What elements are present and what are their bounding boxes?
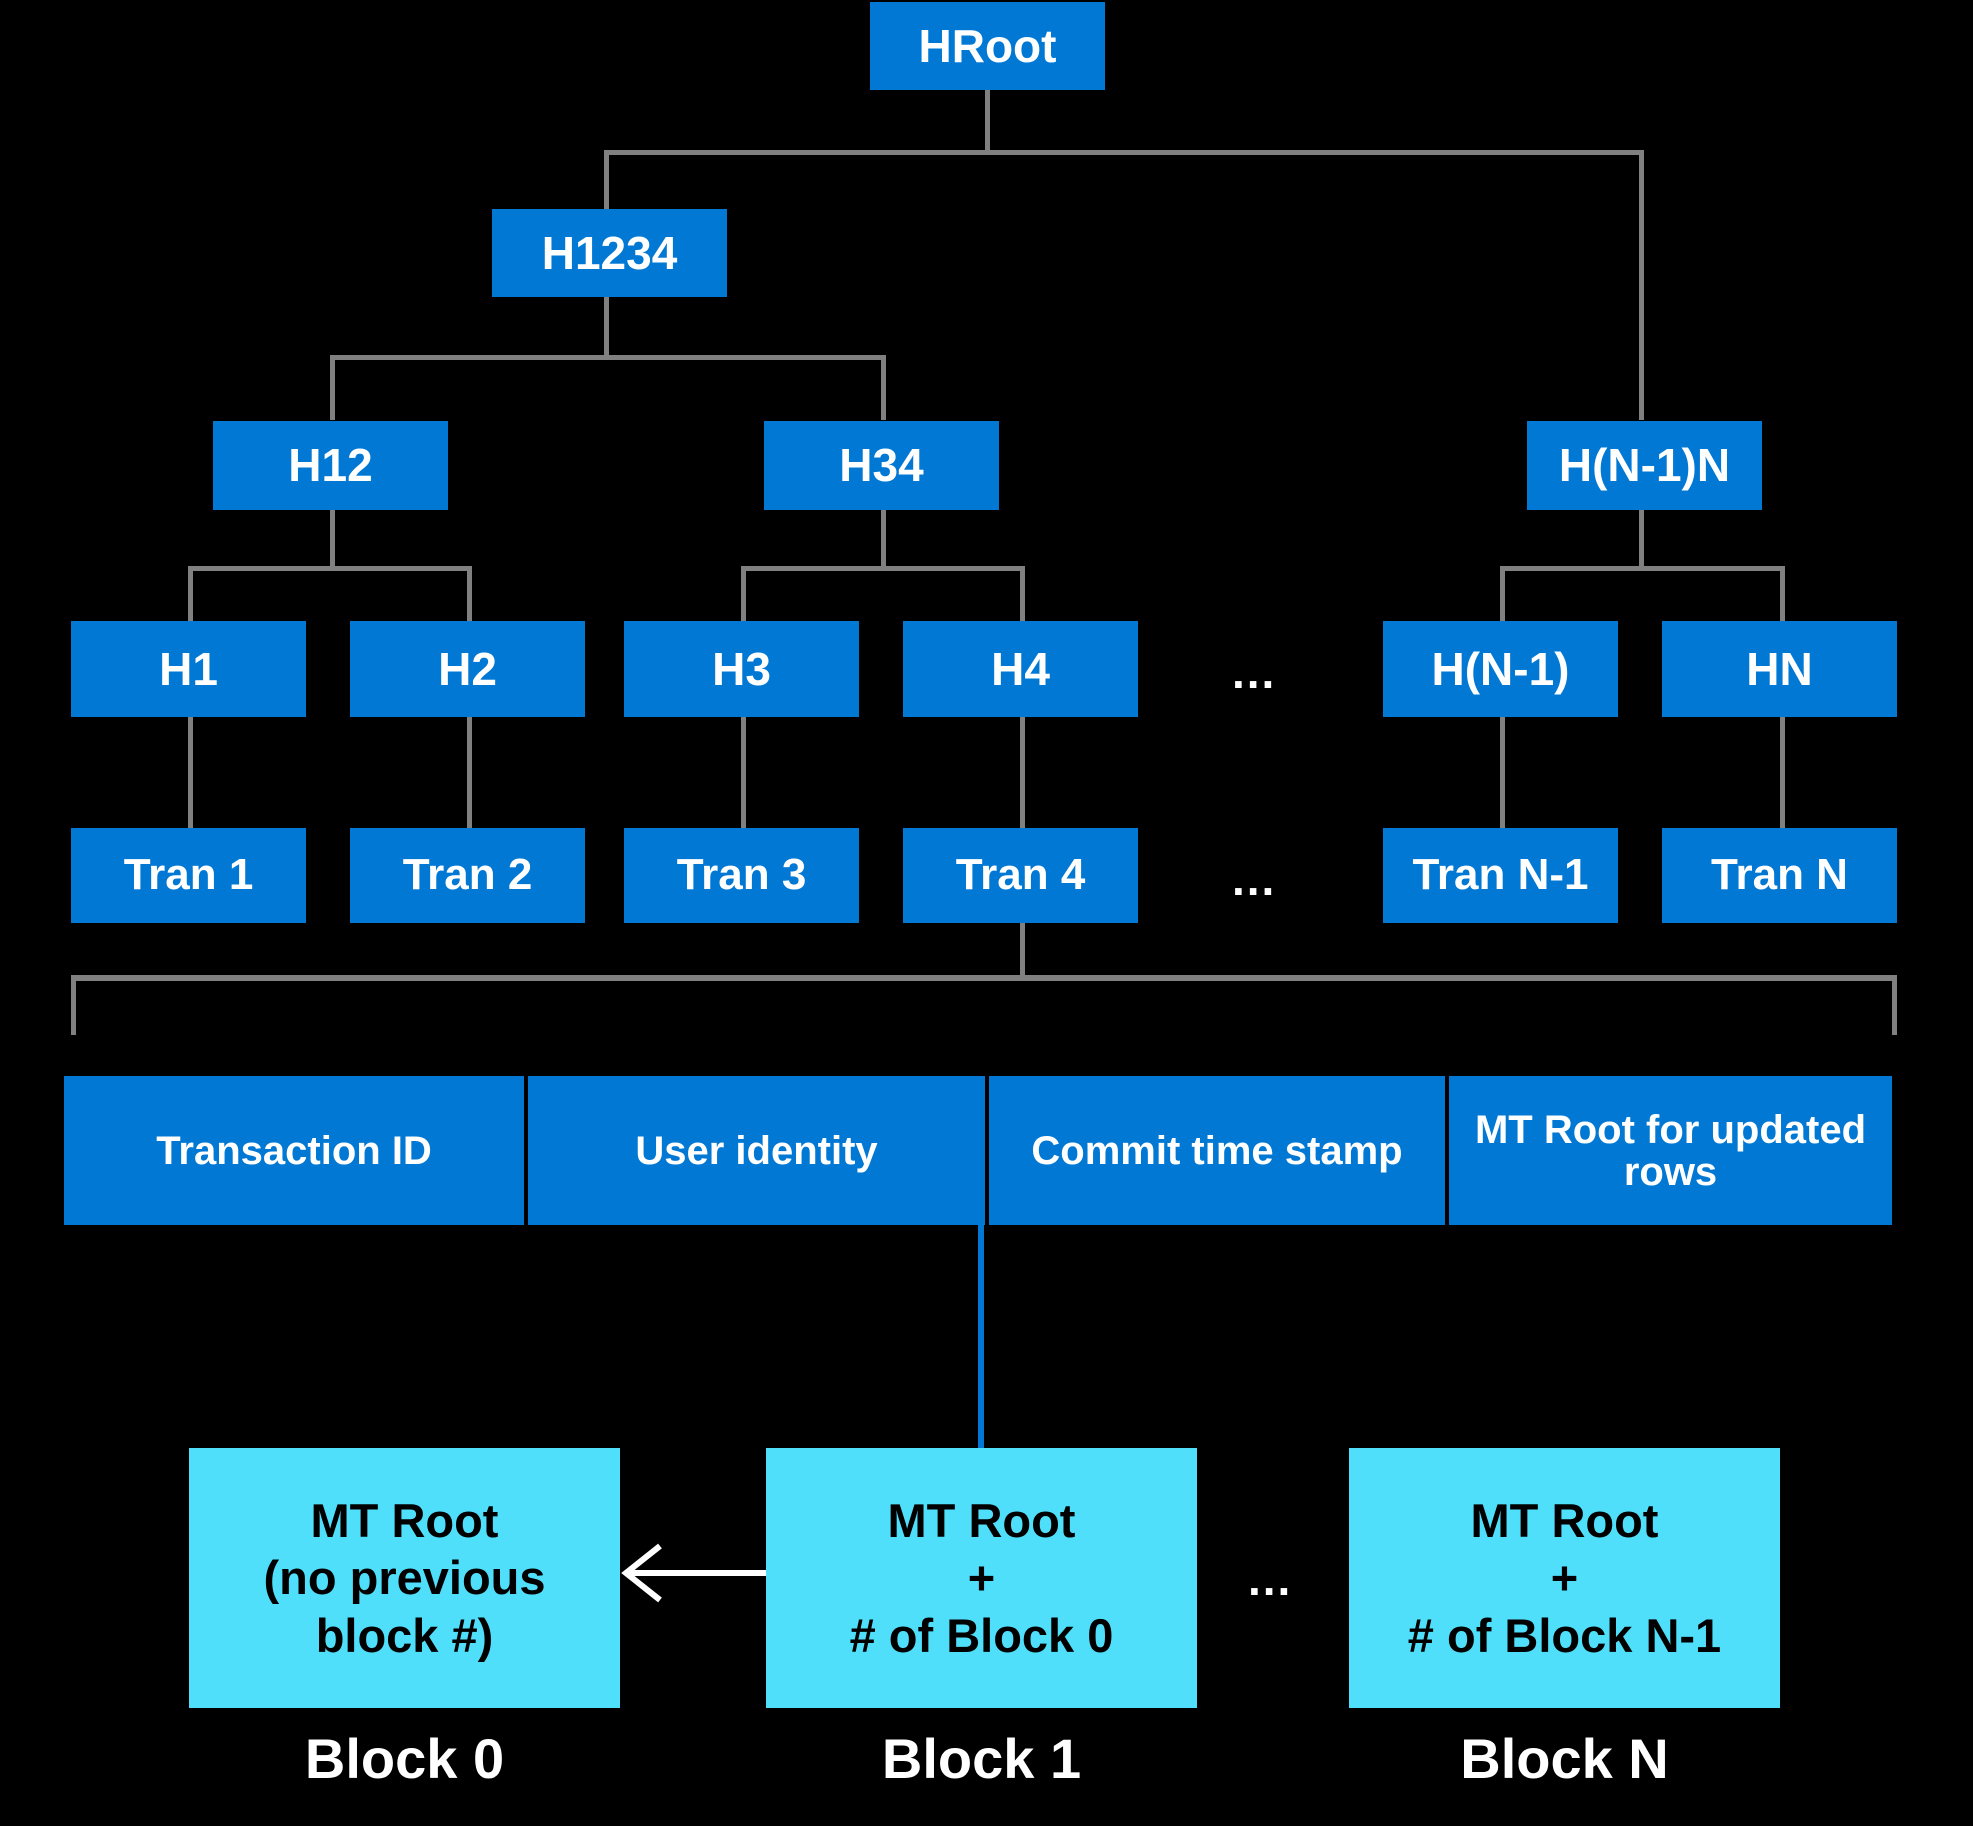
block-0-line-3: block #)	[315, 1608, 494, 1662]
connector-h4-tran4	[1020, 717, 1025, 828]
block-0-text: MT Root (no previous block #)	[263, 1492, 545, 1664]
block-1-line-2: +	[967, 1551, 996, 1605]
node-label: H2	[438, 642, 497, 695]
connector-h3-tran3	[741, 717, 746, 828]
record-field-label: Commit time stamp	[1031, 1128, 1403, 1173]
block-n-line-2: +	[1550, 1551, 1579, 1605]
node-tran3[interactable]: Tran 3	[624, 828, 859, 923]
node-label: Tran 2	[402, 850, 533, 900]
node-h12[interactable]: H12	[213, 421, 448, 510]
node-label: H1234	[541, 226, 678, 279]
connector-to-h3	[741, 566, 746, 622]
node-label: H34	[839, 439, 924, 492]
block-n-text: MT Root + # of Block N-1	[1408, 1492, 1721, 1664]
node-hn1n[interactable]: H(N-1)N	[1527, 421, 1762, 510]
node-label: Tran N-1	[1412, 850, 1589, 900]
hash-row-ellipsis: ...	[1232, 646, 1277, 698]
block-1-line-3: # of Block 0	[849, 1608, 1114, 1662]
record-field-user-identity[interactable]: User identity	[528, 1076, 985, 1225]
node-tran1[interactable]: Tran 1	[71, 828, 306, 923]
node-label: H(N-1)N	[1558, 439, 1731, 492]
node-tran-n[interactable]: Tran N	[1662, 828, 1897, 923]
node-h1[interactable]: H1	[71, 621, 306, 717]
node-hroot[interactable]: HRoot	[870, 2, 1105, 90]
record-field-label: User identity	[635, 1128, 878, 1173]
node-hn1[interactable]: H(N-1)	[1383, 621, 1618, 717]
record-field-transaction-id[interactable]: Transaction ID	[64, 1076, 524, 1225]
block-n-caption: Block N	[1460, 1727, 1669, 1790]
record-field-commit-time-stamp[interactable]: Commit time stamp	[989, 1076, 1445, 1225]
node-h1234[interactable]: H1234	[492, 209, 727, 297]
connector-to-hn1n	[1639, 150, 1644, 420]
record-bracket-right	[1892, 975, 1897, 1035]
block-0-line-2: (no previous	[263, 1551, 546, 1605]
connector-to-h2	[467, 566, 472, 622]
block-1-line-1: MT Root	[887, 1494, 1076, 1547]
record-bracket-left	[71, 975, 76, 1035]
connector-tran4-to-record	[1020, 923, 1025, 979]
node-label: HN	[1746, 642, 1813, 695]
connector-h12-bus	[188, 566, 472, 571]
connector-to-h12	[330, 355, 335, 420]
connector-to-hn	[1780, 566, 1785, 622]
connector-hn1n-stem	[1639, 510, 1644, 568]
connector-to-h1234	[604, 150, 609, 210]
connector-h34-bus	[741, 566, 1025, 571]
node-h3[interactable]: H3	[624, 621, 859, 717]
node-h2[interactable]: H2	[350, 621, 585, 717]
connector-h1-tran1	[188, 717, 193, 828]
connector-to-h1	[188, 566, 193, 622]
node-label: H4	[991, 642, 1050, 695]
connector-hn1n-bus	[1500, 566, 1785, 571]
block-0-line-1: MT Root	[310, 1494, 499, 1547]
block-n-line-3: # of Block N-1	[1407, 1608, 1722, 1662]
connector-h1234-stem	[604, 297, 609, 357]
connector-hroot-stem	[985, 90, 990, 152]
node-label: H12	[288, 439, 373, 492]
connector-h2-tran2	[467, 717, 472, 828]
record-field-label: Transaction ID	[156, 1128, 432, 1173]
node-h4[interactable]: H4	[903, 621, 1138, 717]
connector-h1234-bus	[330, 355, 886, 360]
node-label: H3	[712, 642, 771, 695]
node-label: HRoot	[918, 19, 1057, 72]
block-1[interactable]: MT Root + # of Block 0	[766, 1448, 1197, 1708]
block-row-ellipsis: ...	[1248, 1553, 1293, 1605]
connector-to-hn1	[1500, 566, 1505, 622]
tran-row-ellipsis: ...	[1232, 853, 1277, 905]
node-h34[interactable]: H34	[764, 421, 999, 510]
record-bracket-top	[71, 975, 1897, 981]
node-label: Tran 3	[676, 850, 807, 900]
node-label: Tran N	[1711, 850, 1848, 900]
record-field-label: MT Root for updated rows	[1474, 1107, 1867, 1194]
block-1-caption: Block 1	[881, 1727, 1082, 1790]
connector-to-h4	[1020, 566, 1025, 622]
block-0[interactable]: MT Root (no previous block #)	[189, 1448, 620, 1708]
connector-h12-stem	[330, 510, 335, 568]
connector-h34-stem	[881, 510, 886, 568]
connector-hn-trann	[1780, 717, 1785, 828]
block-0-caption: Block 0	[304, 1727, 505, 1790]
node-hn[interactable]: HN	[1662, 621, 1897, 717]
connector-record-to-block1	[978, 1225, 984, 1450]
node-tran2[interactable]: Tran 2	[350, 828, 585, 923]
node-label: Tran 4	[955, 850, 1086, 900]
record-field-mt-root-updated-rows[interactable]: MT Root for updated rows	[1449, 1076, 1892, 1225]
block-chain-arrow	[621, 1543, 771, 1603]
connector-hroot-bus	[604, 150, 1644, 155]
block-n[interactable]: MT Root + # of Block N-1	[1349, 1448, 1780, 1708]
connector-to-h34	[881, 355, 886, 420]
node-label: Tran 1	[123, 850, 254, 900]
connector-hn1-trann1	[1500, 717, 1505, 828]
node-label: H(N-1)	[1431, 642, 1570, 695]
block-1-text: MT Root + # of Block 0	[850, 1492, 1114, 1664]
block-n-line-1: MT Root	[1470, 1494, 1659, 1547]
node-tran-n-1[interactable]: Tran N-1	[1383, 828, 1618, 923]
node-tran4[interactable]: Tran 4	[903, 828, 1138, 923]
node-label: H1	[159, 642, 218, 695]
